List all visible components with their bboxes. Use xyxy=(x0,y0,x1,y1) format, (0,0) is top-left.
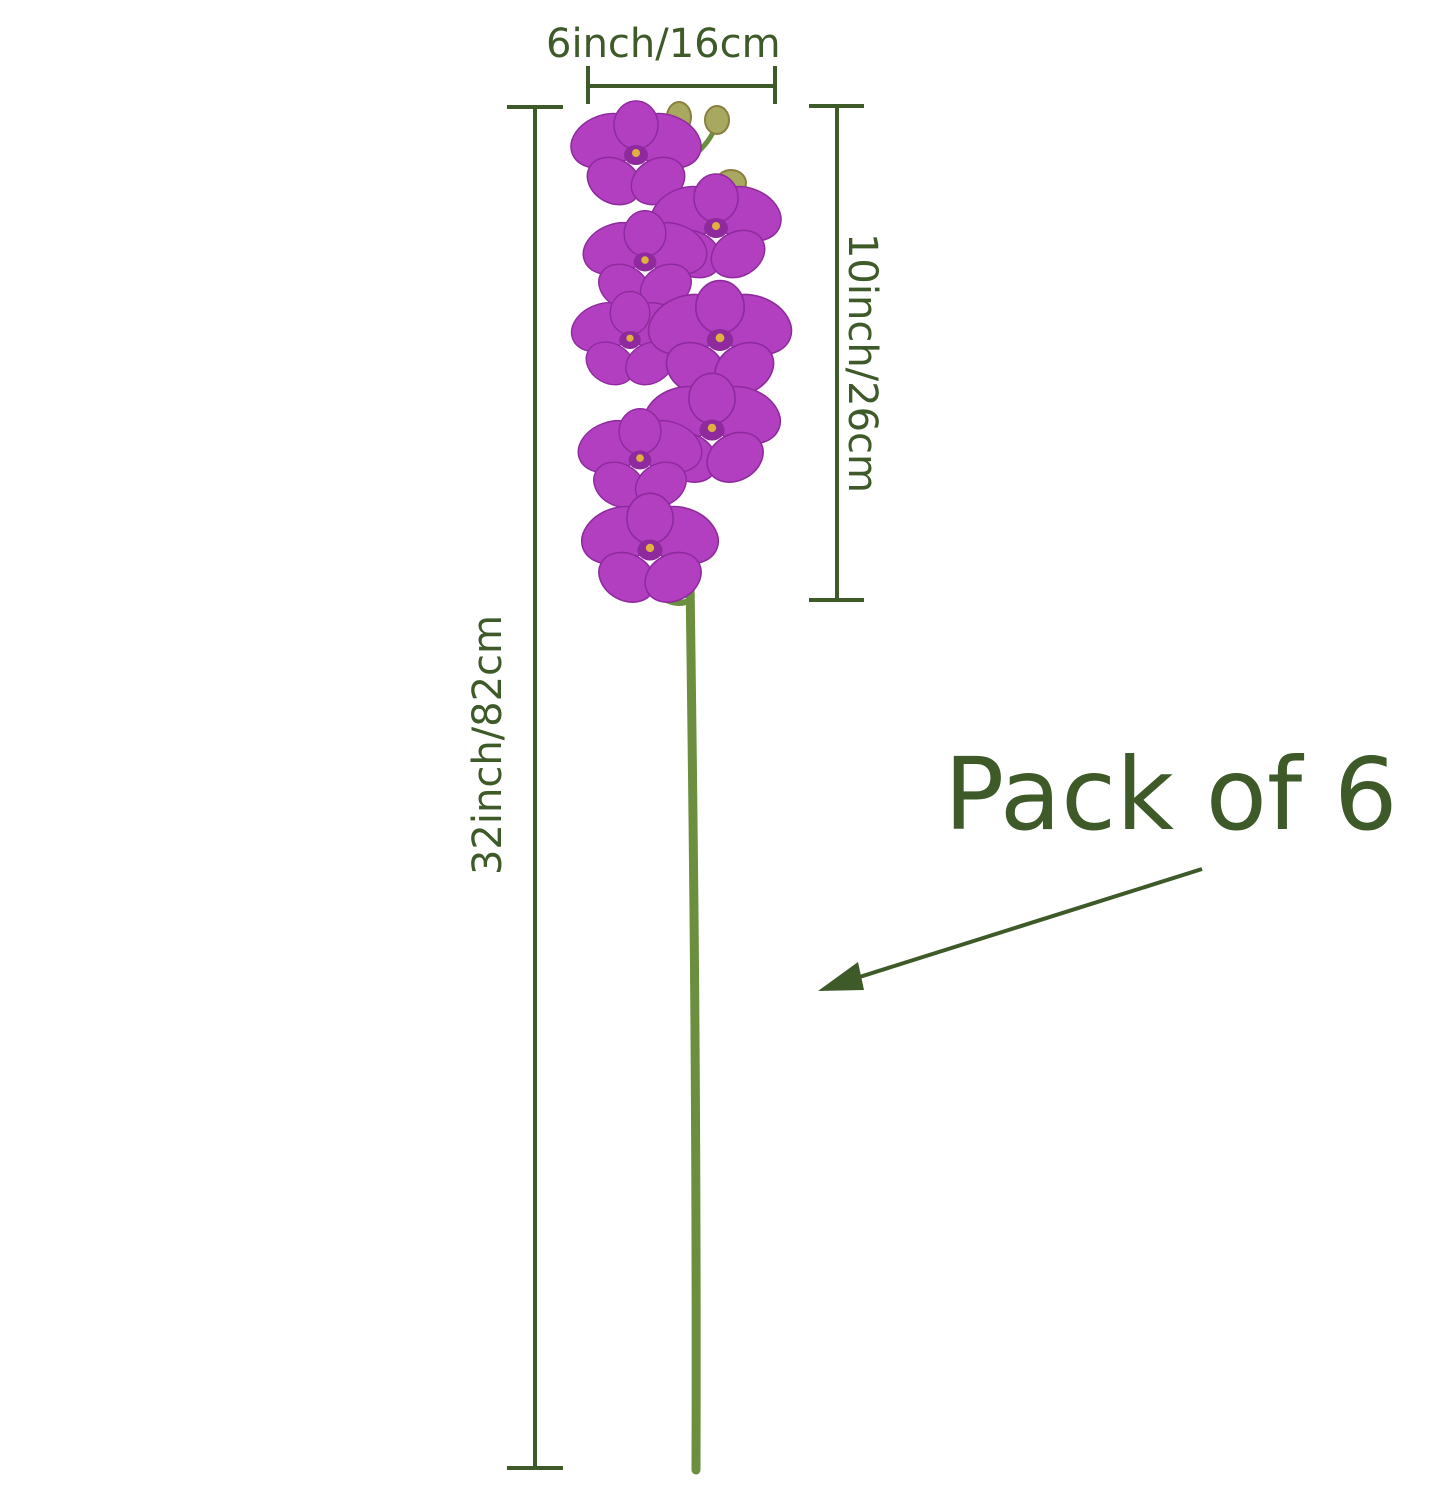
orchid-stamen xyxy=(632,149,640,157)
orchid-stamen xyxy=(712,222,720,230)
total-length-label: 32inch/82cm xyxy=(465,614,511,876)
orchid-petal xyxy=(626,492,674,545)
orchid-petal xyxy=(694,279,746,335)
orchid-stamen xyxy=(707,423,717,433)
orchid-petal xyxy=(618,407,662,456)
orchid-stamen xyxy=(636,454,644,462)
orchid-stamen xyxy=(641,256,649,264)
width-dimension-line xyxy=(586,66,777,104)
orchid-petal xyxy=(623,209,667,258)
orchid-petal xyxy=(644,551,702,603)
orchid-stamen xyxy=(715,333,725,343)
orchid-stamen xyxy=(645,543,655,553)
orchid-flower xyxy=(580,492,720,603)
orchid-petal xyxy=(706,431,764,483)
pack-quantity-label: Pack of 6 xyxy=(944,736,1398,853)
orchid-petal xyxy=(613,100,659,150)
width-label: 6inch/16cm xyxy=(546,21,781,67)
orchid-petal xyxy=(609,290,651,336)
orchid-petal xyxy=(688,372,736,425)
orchid-petal xyxy=(710,229,766,279)
total-length-dimension-line xyxy=(507,105,563,1470)
orchid-stamen xyxy=(626,334,634,342)
flower-head-dimension-line xyxy=(809,104,864,602)
orchid-flower xyxy=(647,279,793,396)
orchid-petal xyxy=(693,173,739,223)
orchid-stem xyxy=(685,575,701,1475)
orchid-blossoms xyxy=(570,100,793,603)
flower-head-label: 10inch/26cm xyxy=(839,232,885,494)
